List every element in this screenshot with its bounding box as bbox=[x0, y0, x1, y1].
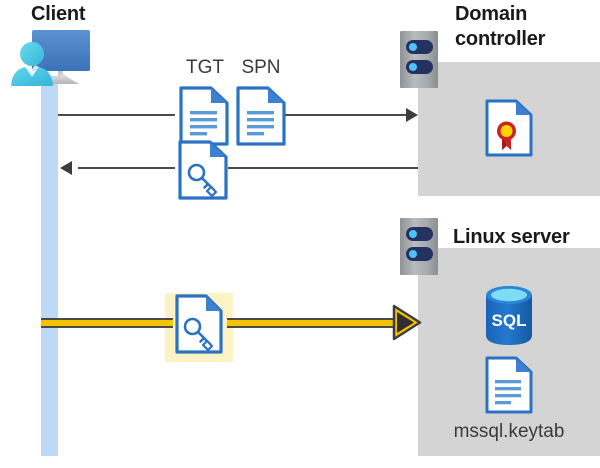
spn-label: SPN bbox=[241, 57, 281, 78]
flow-dc-to-client-line-left bbox=[78, 167, 175, 169]
flow-client-to-dc-arrowhead bbox=[406, 108, 418, 122]
linux-server-panel bbox=[418, 248, 600, 456]
tgt-document-icon bbox=[178, 85, 230, 147]
certificate-document-icon bbox=[484, 98, 534, 158]
flow-client-to-linux-band-right bbox=[227, 318, 400, 328]
flow-client-to-dc-line-left bbox=[58, 114, 175, 116]
domain-controller-server-rack-icon bbox=[400, 31, 438, 88]
spn-document-icon bbox=[235, 85, 287, 147]
flow-dc-to-client-line-right bbox=[228, 167, 418, 169]
flow-client-to-dc-line-right bbox=[283, 114, 408, 116]
domain-controller-title-line1: Domain bbox=[455, 3, 528, 25]
keytab-document-icon bbox=[484, 355, 534, 415]
svg-text:SQL: SQL bbox=[492, 311, 527, 330]
linux-server-title: Linux server bbox=[453, 226, 570, 248]
sql-database-icon: SQL bbox=[482, 284, 536, 346]
keytab-file-label: mssql.keytab bbox=[453, 421, 565, 442]
linux-server-server-rack-icon bbox=[400, 218, 438, 275]
domain-controller-title-line2: controller bbox=[455, 28, 546, 50]
flow-client-to-linux-arrowhead bbox=[392, 304, 422, 341]
client-computer-user-icon bbox=[8, 28, 96, 90]
tgt-label: TGT bbox=[186, 57, 224, 78]
flow-dc-to-client-arrowhead bbox=[60, 161, 72, 175]
client-lifeline bbox=[41, 76, 58, 456]
service-ticket-document-key-icon bbox=[177, 139, 229, 201]
flow-client-to-linux-band-left bbox=[41, 318, 173, 328]
client-title: Client bbox=[31, 3, 86, 25]
highlighted-service-ticket-document-key-icon bbox=[174, 293, 224, 355]
